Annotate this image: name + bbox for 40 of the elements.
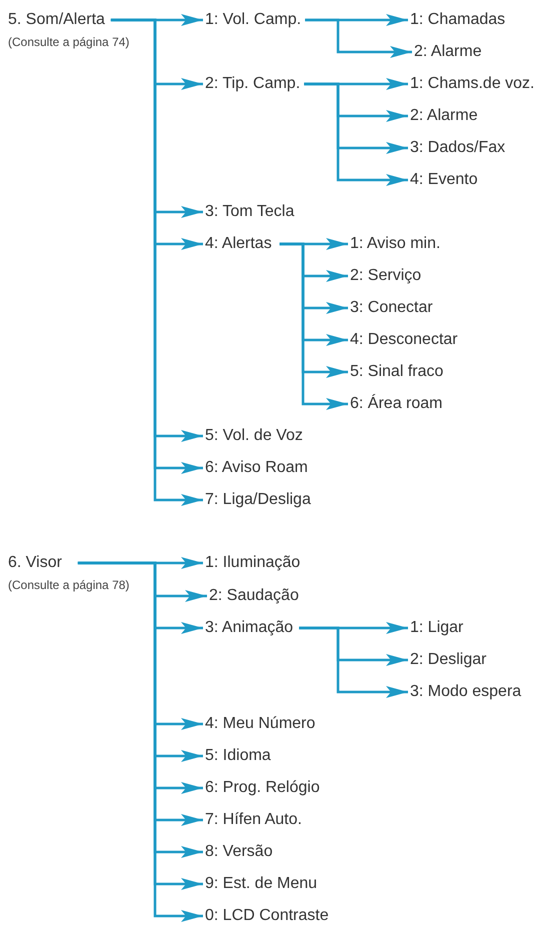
menu-item: 4: Evento <box>410 170 478 190</box>
menu-item: 5: Idioma <box>205 746 271 766</box>
menu-item: 0: LCD Contraste <box>205 906 329 926</box>
menu-item: 2: Saudação <box>209 586 299 606</box>
menu-item: 1: Ligar <box>410 618 464 638</box>
menu-item: 9: Est. de Menu <box>205 874 318 894</box>
page-reference: (Consulte a página 74) <box>8 34 130 51</box>
menu-item: 4: Alertas <box>205 234 272 254</box>
arrow <box>304 82 408 186</box>
menu-item: 3: Dados/Fax <box>410 138 506 158</box>
arrow <box>280 242 348 410</box>
menu-item: 2: Tip. Camp. <box>205 74 300 94</box>
menu-item: 5: Sinal fraco <box>350 362 444 382</box>
menu-item: 3: Modo espera <box>410 682 522 702</box>
menu-item: 5. Som/Alerta <box>8 10 105 30</box>
menu-item: 1: Chamadas <box>410 10 506 30</box>
menu-item: 7: Hífen Auto. <box>205 810 302 830</box>
page-reference: (Consulte a página 78) <box>8 577 130 594</box>
menu-item: 6: Área roam <box>350 393 442 414</box>
menu-item: 8: Versão <box>205 842 273 862</box>
menu-item: 2: Desligar <box>410 650 486 670</box>
menu-item: 4: Meu Número <box>205 714 316 734</box>
menu-item: 4: Desconectar <box>350 330 458 350</box>
menu-item: 2: Serviço <box>350 266 422 286</box>
menu-item: 7: Liga/Desliga <box>205 490 311 510</box>
menu-item: 1: Vol. Camp. <box>205 10 302 30</box>
menu-item: 3: Conectar <box>350 298 433 318</box>
menu-item: 3: Tom Tecla <box>205 202 294 222</box>
arrow <box>305 18 412 58</box>
menu-item: 1: Aviso min. <box>350 234 440 254</box>
menu-item: 6: Aviso Roam <box>205 458 308 478</box>
arrow <box>299 626 408 698</box>
menu-item: 2: Alarme <box>414 42 482 62</box>
menu-item: 6. Visor <box>8 553 62 573</box>
menu-item: 1: Iluminação <box>205 553 300 573</box>
menu-item: 6: Prog. Relógio <box>205 778 320 798</box>
menu-item: 3: Animação <box>205 618 294 638</box>
menu-item: 1: Chams.de voz. <box>410 74 534 94</box>
menu-item: 5: Vol. de Voz <box>205 426 303 446</box>
menu-item: 2: Alarme <box>410 106 478 126</box>
